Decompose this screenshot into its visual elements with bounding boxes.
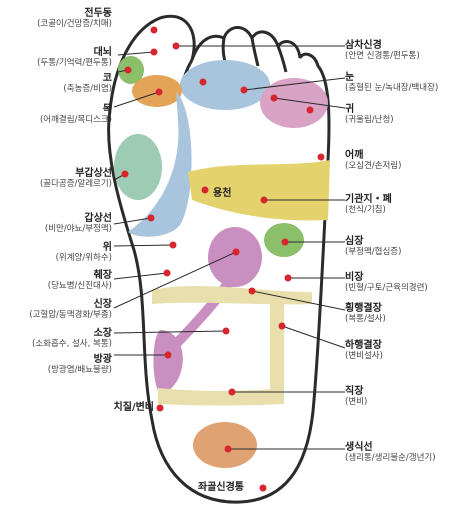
label-stomach: 위(위계양/위하수) [56,242,112,263]
label-neck: 목(어깨결림/목디스크) [40,104,112,125]
point-shoulder [318,154,325,161]
point-hemorrhoid [157,405,164,412]
point-stomach [170,242,177,249]
label-shoulder: 어깨(오십견/손저림) [345,150,401,171]
point-solar-plexus [202,187,209,194]
label-kidney: 신장(고혈압/동맥경화/부종) [29,299,112,320]
point-bronchi [261,197,268,204]
point-transverse-colon [249,288,256,295]
label-solar-plexus: 용천 [213,184,231,199]
point-ear-2 [307,107,314,114]
label-ear: 귀(귀울림/난청) [345,104,394,125]
zone-parathyroid [114,134,162,200]
point-ear [271,95,278,102]
point-bladder [165,352,172,359]
label-spleen: 비장(빈혈/구토/근육의경련) [345,272,428,293]
zone-kidney [208,227,262,287]
label-trigeminal: 삼차신경(안면 신경통/편두통) [345,40,420,61]
point-nose [125,67,132,74]
label-bladder: 방광(방광염/배뇨불량) [48,354,112,375]
point-heart [282,239,289,246]
label-descending-colon: 하행결장(변비설사) [345,340,383,361]
point-neck [156,89,163,96]
label-sciatic: 좌골신경통 [198,482,244,494]
label-reproductive: 생식선(생리통/생리불순/갱년기) [345,442,436,463]
zone-eye [180,60,270,110]
point-reproductive [225,446,232,453]
label-cerebrum: 대뇌(두통/기억력/편두통) [37,47,112,68]
point-trigeminal [173,43,180,50]
label-hemorrhoid: 치질/변비 [114,402,154,414]
label-eye: 눈(충혈된 눈/녹내장/백내장) [345,72,438,93]
label-rectum: 직장(변비) [345,386,367,407]
point-descending-colon [279,323,286,330]
label-parathyroid: 부갑상선(골다공증/알레르기) [40,168,112,189]
zone-ear [260,78,328,128]
label-pancreas: 췌장(당뇨병/신진대사) [48,270,112,291]
label-thyroid: 갑상선(비만/야뇨/부정맥) [45,213,112,234]
label-heart: 심장(부정맥/협심증) [345,236,401,257]
zone-reproductive [193,422,257,468]
zone-descending-colon [270,300,284,400]
point-eye-2 [241,87,248,94]
point-rectum [229,389,236,396]
label-small-intestine: 소장(소화흡수, 설사, 복통) [32,328,112,349]
label-frontal-sinus: 전두동(코골이/건망증/치매) [37,8,112,29]
point-eye [200,79,207,86]
point-parathyroid [122,171,129,178]
point-sciatic [260,485,267,492]
point-pancreas [164,270,171,277]
label-bronchi-lung: 기관지・폐(천식/기침) [345,194,392,215]
point-kidney [233,249,240,256]
point-spleen [285,275,292,282]
point-small-intestine [223,328,230,335]
point-frontal-sinus [151,27,158,34]
label-nose: 코(축농증/비염) [63,73,112,94]
label-transverse-colon: 횡행결장(복통/설사) [345,303,386,324]
point-thyroid [148,215,155,222]
point-cerebrum [151,49,158,56]
